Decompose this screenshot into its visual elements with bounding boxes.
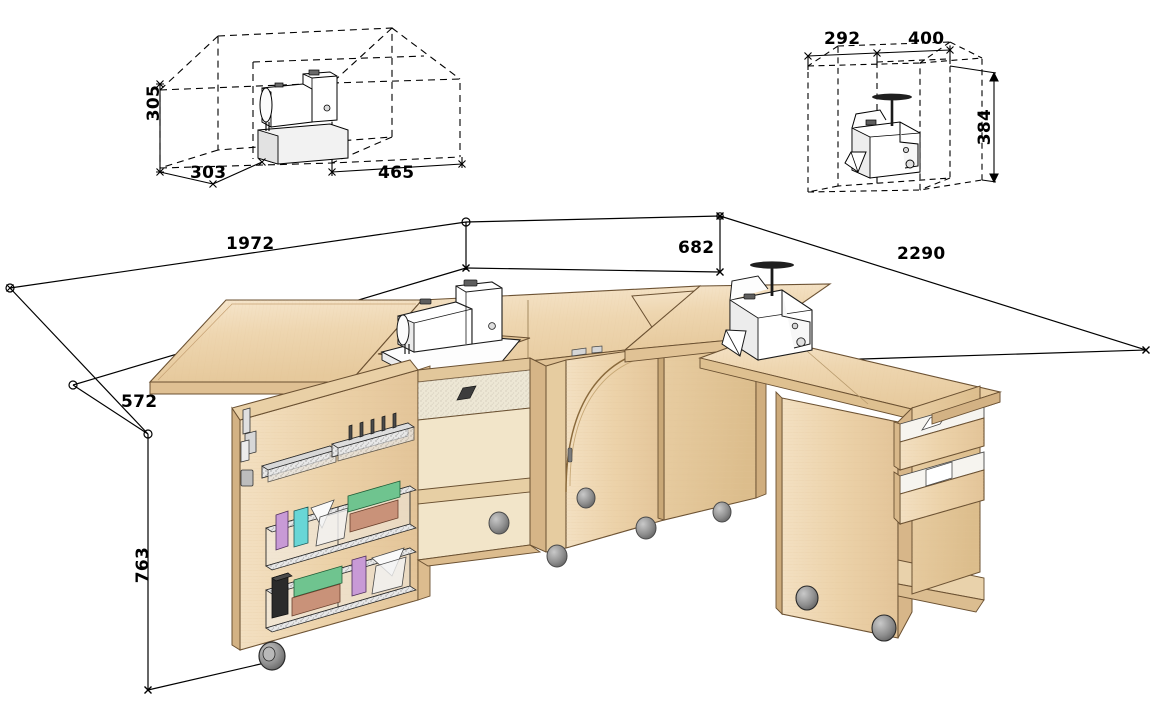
dim-label-465: 465 — [378, 163, 415, 183]
dim-label-2290: 2290 — [897, 244, 946, 264]
notions-shelf-lower — [265, 547, 417, 633]
serger-machine-main — [721, 261, 813, 361]
machine-icon-left — [257, 69, 349, 165]
notions-shelf-middle — [265, 480, 417, 571]
door-hinges-left — [240, 407, 257, 487]
view-serger-envelope — [804, 41, 999, 193]
right-drop-leaf — [931, 391, 1001, 425]
dim-label-400: 400 — [908, 29, 945, 49]
dim-label-763: 763 — [133, 546, 153, 584]
dim-label-384: 384 — [975, 108, 995, 146]
notions-shelf-top — [261, 445, 337, 483]
dim-label-305: 305 — [144, 84, 164, 122]
serger-icon-right — [844, 93, 921, 179]
dim-label-682: 682 — [678, 238, 715, 258]
view-machine-envelope — [156, 27, 466, 188]
spool-pin-tray — [331, 412, 415, 462]
view-cabinet-assembly — [5, 212, 1150, 694]
dimension-lines-serger — [804, 46, 999, 184]
dim-label-292: 292 — [824, 29, 861, 49]
dim-label-1972: 1972 — [226, 234, 275, 254]
right-drawer-lower — [893, 451, 985, 526]
dim-label-572: 572 — [121, 392, 158, 412]
dimension-lines-machine — [156, 80, 466, 188]
sewing-machine-main — [380, 279, 522, 381]
shallow-drawer — [417, 357, 531, 421]
casters — [258, 487, 897, 671]
spool-pins — [348, 412, 397, 441]
dim-label-303: 303 — [190, 163, 227, 183]
